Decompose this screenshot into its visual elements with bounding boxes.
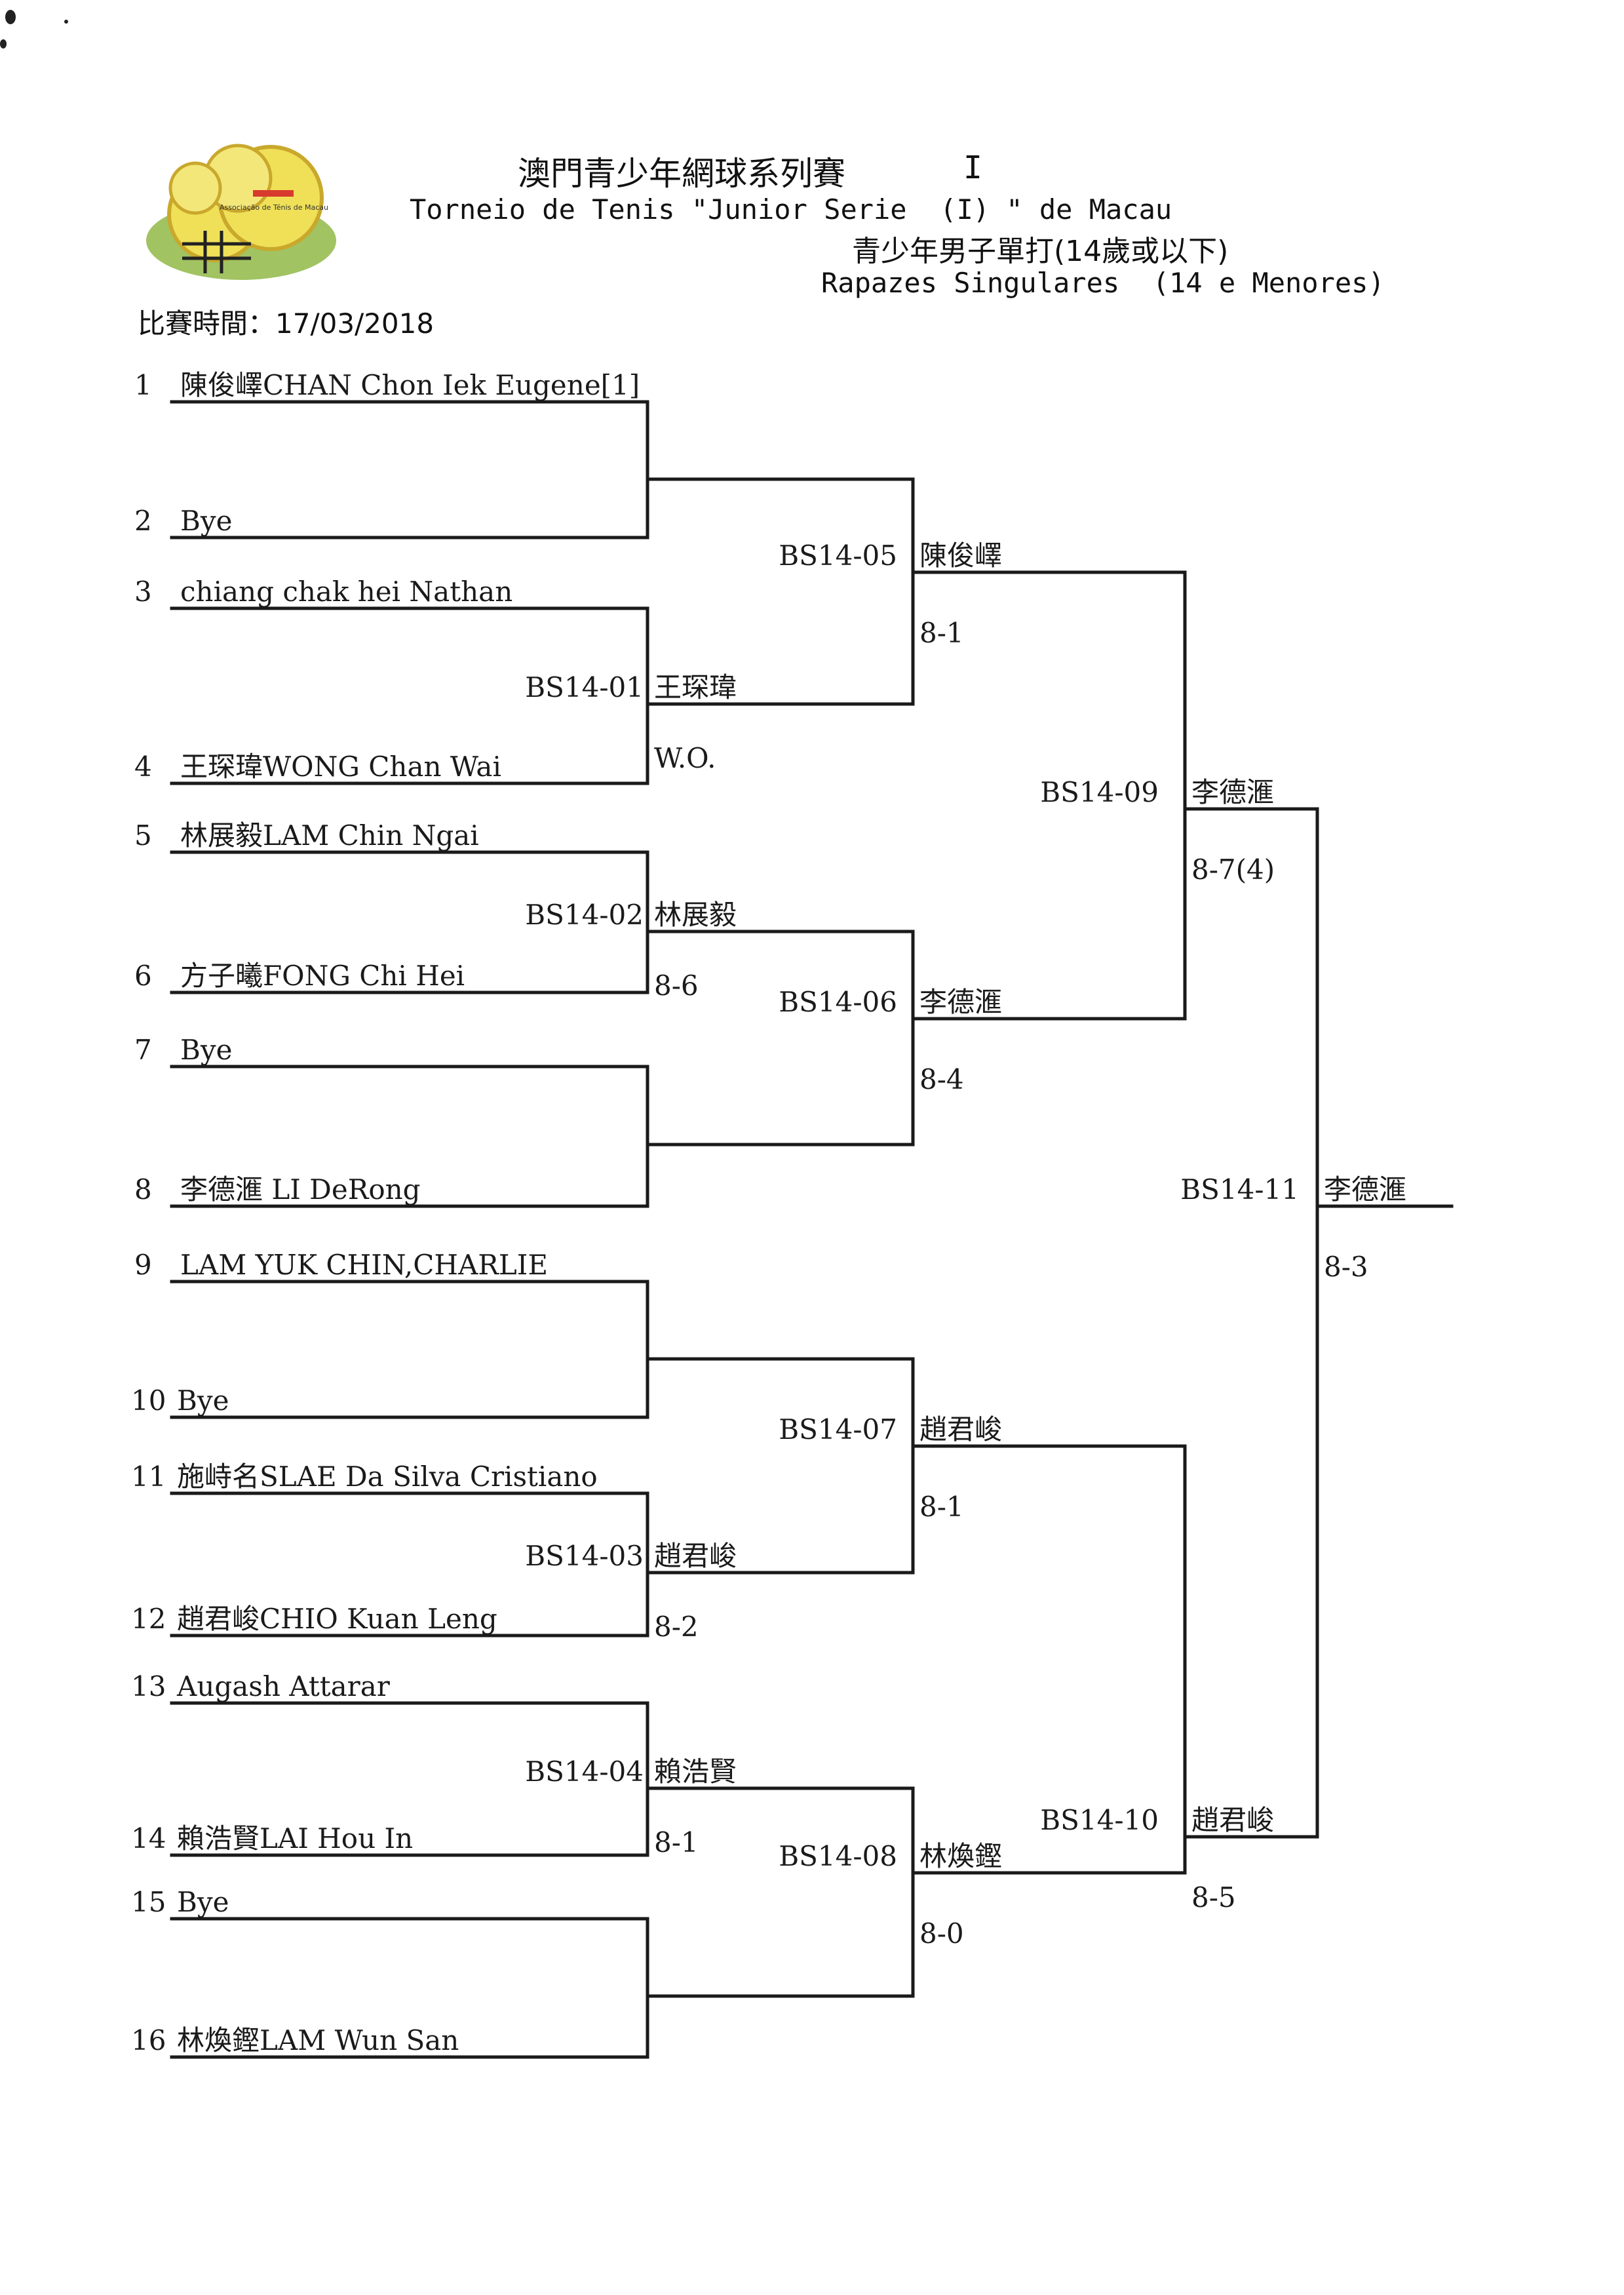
match-score: 8-1 [654,1826,699,1858]
seed-number: 11 [131,1461,166,1493]
player-name: 王琛瑋WONG Chan Wai [180,751,501,783]
player-name: 林煥鏗LAM Wun San [177,2024,459,2056]
seed-number: 3 [134,576,152,608]
seed-number: 5 [134,819,152,852]
match-winner: 王琛瑋 [654,671,737,703]
match-code: BS14-01 [525,671,644,703]
event-chinese: 青少年男子單打(14歲或以下) [852,235,1229,268]
match-winner: 賴浩賢 [654,1756,737,1788]
match-score: 8-6 [654,970,699,1002]
logo-caption: Associação de Ténis de Macau [220,203,328,212]
player-name: Bye [177,1886,229,1918]
seed-number: 4 [134,751,152,783]
seed-number: 10 [131,1384,166,1417]
match-score: 8-1 [919,617,964,649]
match-score: 8-5 [1191,1881,1236,1913]
seed-number: 1 [134,369,152,401]
player-name: 趙君峻CHIO Kuan Leng [177,1603,497,1635]
match-code: BS14-09 [1040,776,1159,808]
player-name: LAM YUK CHIN,CHARLIE [180,1249,549,1281]
match-code: BS14-05 [779,539,897,572]
champion-name: 李德滙 [1324,1173,1407,1206]
match-code: BS14-06 [779,986,897,1018]
player-name: 林展毅LAM Chin Ngai [180,819,479,852]
match-date: 比賽時間：17/03/2018 [138,307,435,340]
seed-number: 15 [131,1886,166,1918]
match-score: 8-7(4) [1191,853,1275,886]
match-score: 8-2 [654,1611,699,1643]
final-match-code: BS14-11 [1180,1173,1299,1206]
match-winner: 趙君峻 [654,1540,737,1572]
seed-number: 16 [131,2024,166,2056]
player-name: chiang chak hei Nathan [180,576,513,608]
match-score: W.O. [654,742,716,774]
scan-speck [64,20,68,24]
title-roman-numeral: I [963,149,982,186]
seed-number: 8 [134,1173,152,1206]
seed-number: 9 [134,1249,152,1281]
match-score: 8-4 [919,1063,964,1095]
player-name: 賴浩賢LAI Hou In [177,1822,414,1854]
match-winner: 李德滙 [1191,776,1275,808]
seed-number: 6 [134,960,152,992]
player-name: Bye [180,505,233,537]
scan-speck [0,39,7,49]
match-code: BS14-10 [1040,1804,1159,1836]
player-name: 陳俊嶧CHAN Chon Iek Eugene[1] [180,369,640,401]
match-code: BS14-08 [779,1840,897,1872]
player-name: 方子曦FONG Chi Hei [180,960,465,992]
match-code: BS14-02 [525,899,644,931]
seed-number: 14 [131,1822,166,1854]
player-name: Augash Attarar [177,1670,390,1702]
match-winner: 李德滙 [919,986,1003,1018]
match-winner: 趙君峻 [919,1413,1003,1445]
match-winner: 林展毅 [654,899,737,931]
match-score: 8-0 [919,1917,964,1950]
event-portuguese: Rapazes Singulares (14 e Menores) [821,267,1385,299]
match-code: BS14-07 [779,1413,897,1445]
tennis-association-logo: Associação de Ténis de Macau [146,144,336,280]
player-name: 施峙名SLAE Da Silva Cristiano [177,1461,598,1493]
scan-speck [5,10,16,24]
player-name: Bye [180,1034,233,1066]
title-portuguese: Torneio de Tenis "Junior Serie (I) " de … [410,193,1172,226]
match-score: 8-1 [919,1491,964,1523]
match-code: BS14-04 [525,1756,644,1788]
title-chinese: 澳門青少年網球系列賽 [518,155,845,193]
final-score: 8-3 [1324,1251,1368,1283]
seed-number: 13 [131,1670,166,1702]
seed-number: 12 [131,1603,166,1635]
player-name: Bye [177,1384,229,1417]
match-winner: 趙君峻 [1191,1804,1275,1836]
seed-number: 2 [134,505,152,537]
player-name: 李德滙 LI DeRong [180,1173,421,1206]
match-winner: 陳俊嶧 [919,539,1003,572]
match-winner: 林煥鏗 [919,1840,1003,1872]
seed-number: 7 [134,1034,152,1066]
match-code: BS14-03 [525,1540,644,1572]
